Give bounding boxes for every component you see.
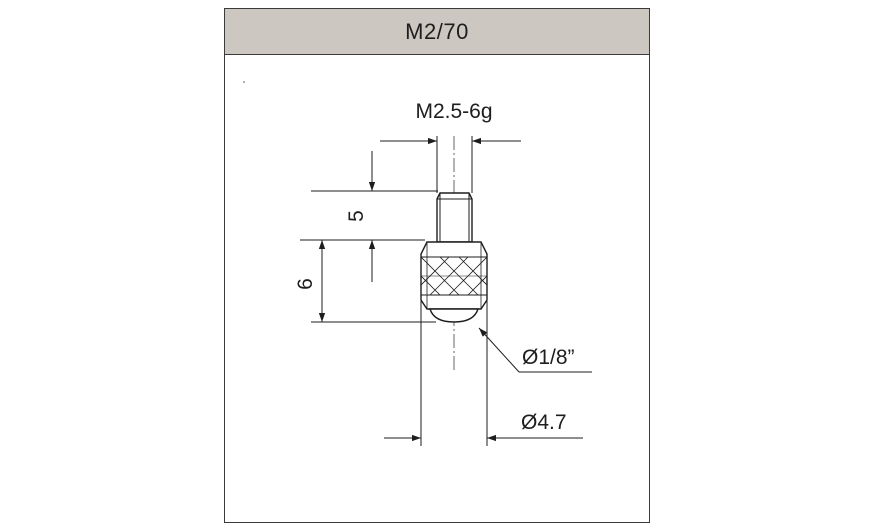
- ball-diameter-leader: [478, 327, 592, 373]
- knurl-pattern: [421, 257, 487, 295]
- thread-label: M2.5-6g: [415, 100, 492, 123]
- drawing-sheet: M2/70: [224, 8, 650, 523]
- title-bar: M2/70: [225, 9, 649, 55]
- head-diameter-label: Ø4.7: [521, 411, 567, 434]
- thread-length-dimension: [300, 151, 438, 282]
- head-length-label: 6: [294, 278, 317, 290]
- thread-length-label: 5: [345, 210, 368, 222]
- ball-tip: [429, 308, 479, 323]
- drawing-title: M2/70: [405, 18, 469, 44]
- stray-dot: [243, 81, 245, 83]
- head-length-dimension: [311, 240, 436, 323]
- head-diameter-dimension: [384, 301, 583, 446]
- thread-dimension: [380, 136, 521, 193]
- ball-diameter-label: Ø1/8”: [522, 346, 575, 369]
- threaded-stem: [436, 192, 473, 243]
